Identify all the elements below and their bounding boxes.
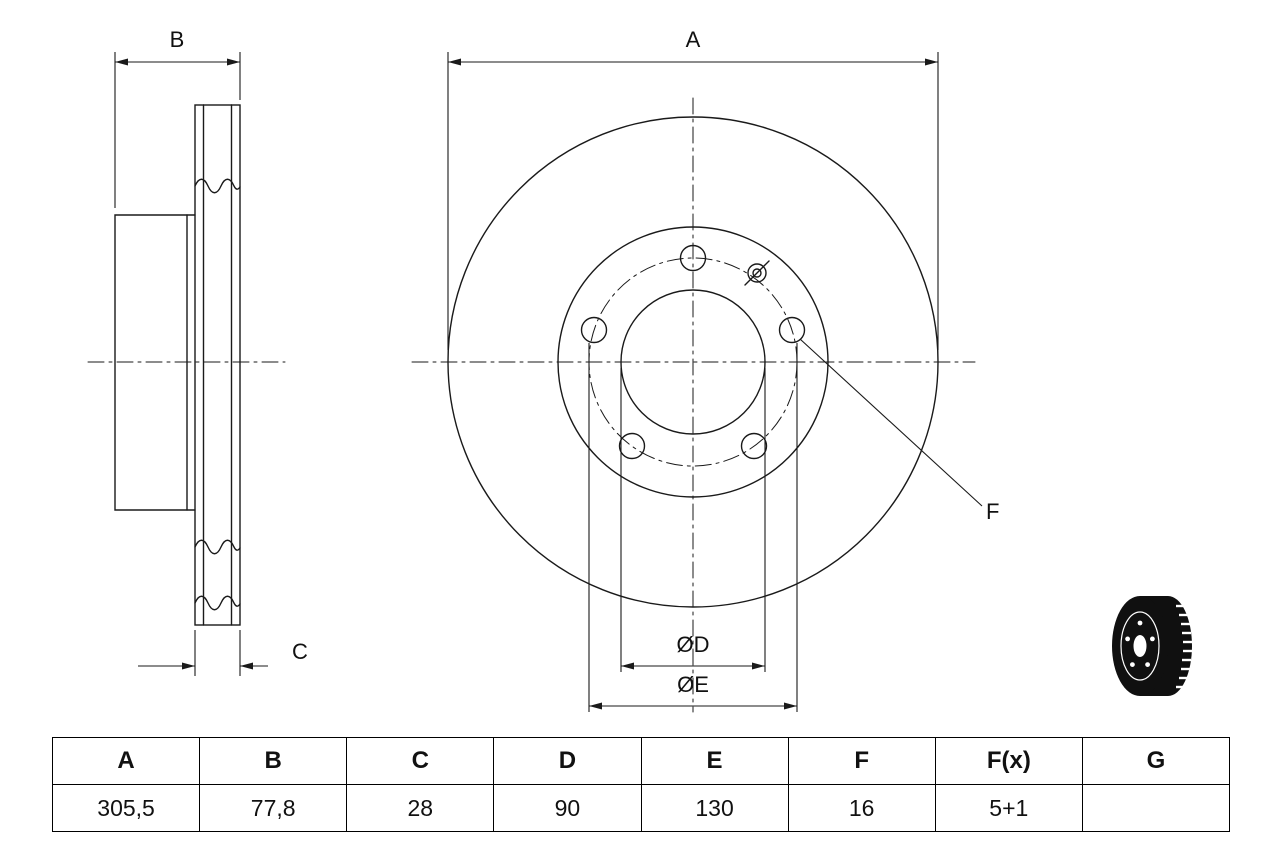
hat-outline: [114, 214, 196, 511]
dim-c-label: C: [292, 639, 308, 664]
col-header-e: E: [640, 737, 789, 785]
col-header-fx: F(x): [934, 737, 1083, 785]
icon-bolt-holes: [1125, 620, 1155, 667]
table-header-row: A B C D E F F(x) G: [51, 737, 1231, 785]
technical-drawing: B C: [87, 27, 1192, 713]
bolt-hole: [778, 316, 806, 344]
dim-e-label: ØE: [677, 672, 709, 697]
brake-disc-3d-icon: [1112, 596, 1192, 696]
value-f: 16: [787, 784, 936, 832]
vent-break-line: [194, 539, 241, 555]
value-b: 77,8: [199, 784, 348, 832]
callout-f: F: [799, 338, 999, 524]
dimension-table: A B C D E F F(x) G 305,5 77,8 28 90 130 …: [51, 737, 1231, 832]
vent-break-line: [194, 595, 241, 611]
value-d: 90: [493, 784, 642, 832]
value-e: 130: [640, 784, 789, 832]
bolt-hole: [580, 316, 608, 344]
col-header-g: G: [1081, 737, 1231, 785]
value-a: 305,5: [51, 784, 201, 832]
side-view: [87, 104, 286, 626]
ring-outline: [194, 104, 241, 626]
dimension-d: ØD: [620, 368, 766, 672]
value-c: 28: [346, 784, 495, 832]
dim-d-label: ØD: [677, 632, 710, 657]
icon-center-bore: [1133, 635, 1147, 657]
bolt-hole: [740, 432, 768, 460]
col-header-f: F: [787, 737, 936, 785]
locating-pin-hole: [744, 260, 770, 286]
col-header-a: A: [51, 737, 201, 785]
value-g: [1081, 784, 1231, 832]
col-header-b: B: [199, 737, 348, 785]
col-header-c: C: [346, 737, 495, 785]
dimension-b: B: [114, 27, 241, 208]
vent-break-line: [194, 178, 241, 194]
table-value-row: 305,5 77,8 28 90 130 16 5+1: [51, 784, 1231, 832]
bolt-hole: [679, 244, 707, 272]
dim-b-label: B: [170, 27, 185, 52]
vent-slots: [1176, 604, 1192, 689]
front-view: [411, 97, 976, 713]
col-header-d: D: [493, 737, 642, 785]
value-fx: 5+1: [934, 784, 1083, 832]
dim-f-label: F: [986, 499, 999, 524]
dim-a-label: A: [686, 27, 701, 52]
bolt-hole: [618, 432, 646, 460]
dimension-e: ØE: [588, 343, 798, 712]
dimension-a: A: [447, 27, 939, 350]
dimension-c: C: [138, 630, 308, 676]
